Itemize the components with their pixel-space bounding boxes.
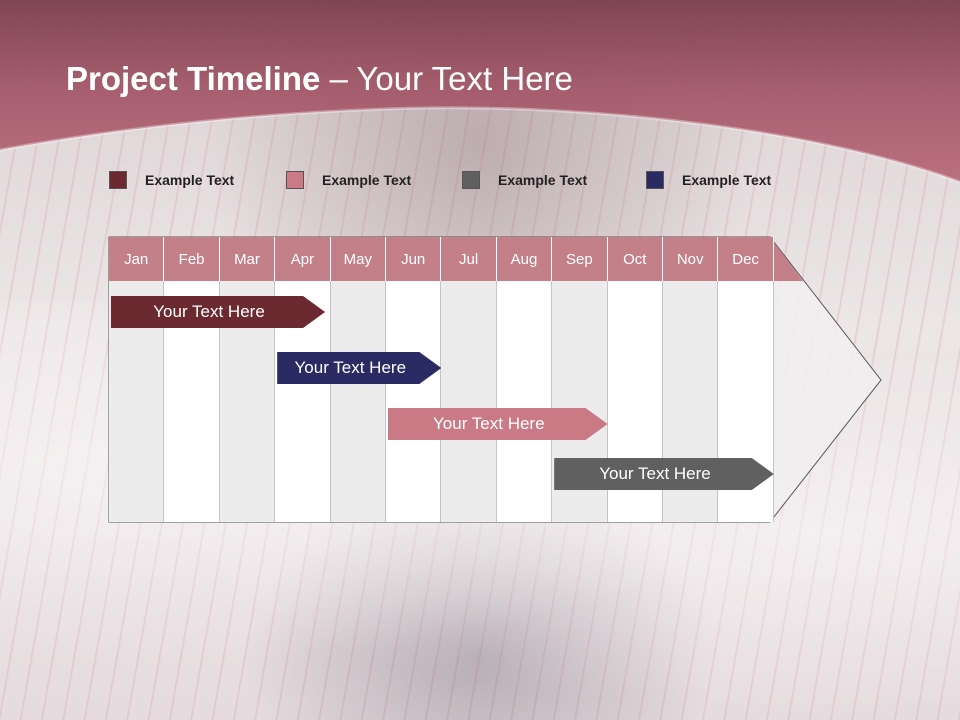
timeline-bar[interactable]: Your Text Here — [277, 352, 441, 384]
month-label-oct: Oct — [607, 237, 663, 281]
timeline-bar[interactable]: Your Text Here — [554, 458, 774, 490]
title-rest: – Your Text Here — [320, 60, 573, 97]
legend-swatch — [286, 171, 304, 189]
month-label-may: May — [330, 237, 386, 281]
timeline-bar-label: Your Text Here — [294, 358, 407, 377]
timeline-bar-label: Your Text Here — [599, 464, 711, 483]
legend-label: Example Text — [682, 172, 772, 188]
legend-item: Example Text — [286, 170, 411, 190]
month-label-feb: Feb — [164, 237, 220, 281]
legend-label: Example Text — [322, 172, 412, 188]
month-label-jul: Jul — [441, 237, 497, 281]
legend-item: Example Text — [646, 170, 771, 190]
page-title: Project Timeline – Your Text Here — [66, 60, 573, 98]
legend-item: Example Text — [109, 170, 234, 190]
timeline-bar-label: Your Text Here — [433, 414, 545, 433]
legend-swatch — [646, 171, 664, 189]
month-column — [496, 281, 553, 522]
timeline-bar[interactable]: Your Text Here — [111, 296, 325, 328]
timeline-bar-label: Your Text Here — [153, 302, 265, 321]
month-label-mar: Mar — [219, 237, 276, 281]
month-label-nov: Nov — [663, 237, 719, 281]
header-banner — [0, 0, 960, 184]
month-label-dec: Dec — [718, 237, 774, 281]
title-bold: Project Timeline — [66, 60, 321, 97]
month-column — [386, 281, 442, 522]
month-column — [330, 281, 386, 522]
legend-item: Example Text — [462, 170, 587, 190]
legend-label: Example Text — [145, 172, 235, 188]
month-label-aug: Aug — [496, 237, 553, 281]
month-label-jun: Jun — [386, 237, 442, 281]
month-label-sep: Sep — [552, 237, 608, 281]
timeline-bar[interactable]: Your Text Here — [388, 408, 608, 440]
legend-swatch — [462, 171, 480, 189]
legend-label: Example Text — [498, 172, 588, 188]
month-label-jan: Jan — [109, 237, 165, 281]
month-label-apr: Apr — [275, 237, 331, 281]
legend-swatch — [109, 171, 127, 189]
month-column — [441, 281, 497, 522]
